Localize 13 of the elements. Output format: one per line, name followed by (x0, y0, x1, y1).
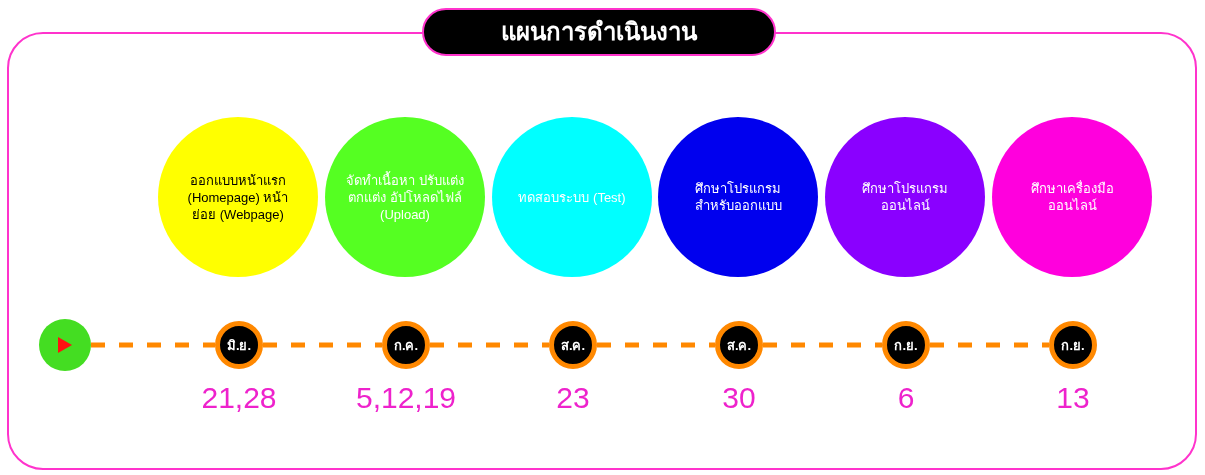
date-label: 23 (555, 380, 591, 416)
title-pill: แผนการดำเนินงาน (422, 8, 776, 56)
dashed-connector (263, 342, 382, 348)
dashed-connector (597, 342, 715, 348)
date-label: 21,28 (200, 380, 278, 416)
date-label: 5,12,19 (354, 380, 458, 416)
date-label: 13 (1055, 380, 1091, 416)
dashed-connector (930, 342, 1049, 348)
dashed-connector (91, 342, 215, 348)
dashed-connector (763, 342, 882, 348)
dashed-connector (430, 342, 549, 348)
date-label: 30 (721, 380, 757, 416)
date-label: 6 (896, 380, 916, 416)
